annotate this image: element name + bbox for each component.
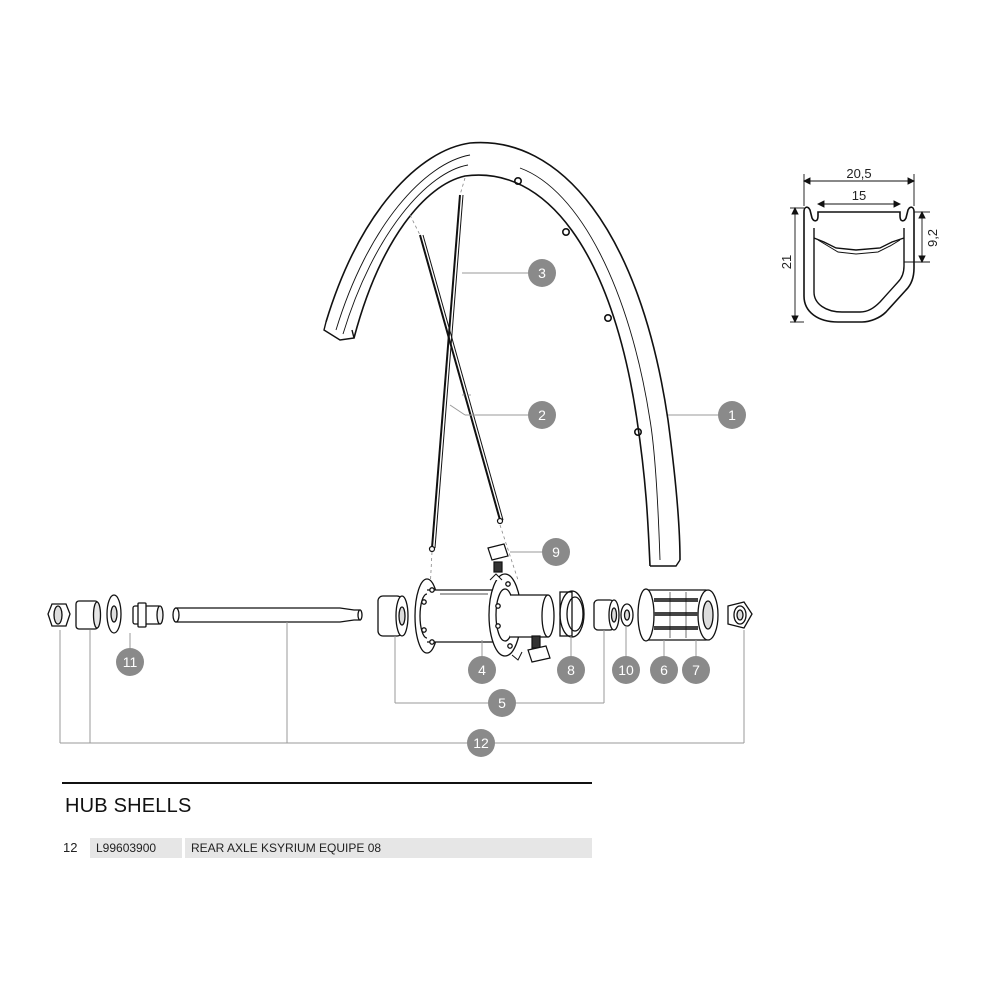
callout-9-label: 9	[552, 544, 560, 560]
callout-7: 7	[682, 656, 710, 684]
hub-body	[414, 573, 555, 661]
callout-8: 8	[557, 656, 585, 684]
spoke-nipple-lower	[527, 635, 551, 663]
axle-end-cap	[132, 602, 164, 628]
rim-height-label: 21	[779, 255, 794, 269]
axle-nut-left	[47, 603, 71, 627]
callout-1: 1	[718, 401, 746, 429]
callout-12: 12	[467, 729, 495, 757]
rim-inner-width-label: 15	[852, 188, 866, 203]
rim-outer-width-label: 20,5	[846, 166, 871, 181]
axle	[172, 607, 363, 623]
spokes	[419, 194, 504, 553]
callout-9: 9	[542, 538, 570, 566]
callout-11-label: 11	[123, 654, 138, 670]
callout-5-label: 5	[498, 695, 506, 711]
callout-3: 3	[528, 259, 556, 287]
callout-2: 2	[528, 401, 556, 429]
rim-profile	[790, 174, 930, 324]
callout-10: 10	[612, 656, 640, 684]
callout-4: 4	[468, 656, 496, 684]
freehub-body	[637, 588, 719, 642]
rim-well-depth-label: 9,2	[925, 229, 940, 247]
spacer-washer	[620, 603, 634, 627]
rim	[323, 141, 681, 567]
spoke-guide-lines	[409, 177, 519, 591]
callout-1-label: 1	[728, 407, 736, 423]
spoke-nipple-upper	[487, 543, 509, 573]
callout-2-label: 2	[538, 407, 546, 423]
section-title: HUB SHELLS	[65, 795, 192, 817]
callout-11: 11	[116, 648, 144, 676]
bearing-left	[377, 595, 409, 637]
freehub-seal	[559, 590, 585, 638]
callout-4-label: 4	[478, 662, 486, 678]
part-description: REAR AXLE KSYRIUM EQUIPE 08	[185, 838, 592, 858]
part-number: 12	[62, 838, 87, 858]
callout-6-label: 6	[660, 662, 668, 678]
washer	[106, 594, 122, 634]
callout-8-label: 8	[567, 662, 575, 678]
callout-6: 6	[650, 656, 678, 684]
callout-3-label: 3	[538, 265, 546, 281]
axle-nut-right	[727, 601, 753, 629]
callout-7-label: 7	[692, 662, 700, 678]
callout-12-label: 12	[473, 735, 489, 751]
part-reference: L99603900	[90, 838, 182, 858]
leader-lines	[59, 272, 745, 744]
callout-5: 5	[488, 689, 516, 717]
parts-table-row: 12 L99603900 REAR AXLE KSYRIUM EQUIPE 08	[62, 838, 592, 858]
bearing-right	[593, 599, 620, 631]
axle-spacer-left	[75, 600, 102, 630]
section-divider	[62, 782, 592, 784]
callout-10-label: 10	[618, 662, 634, 678]
